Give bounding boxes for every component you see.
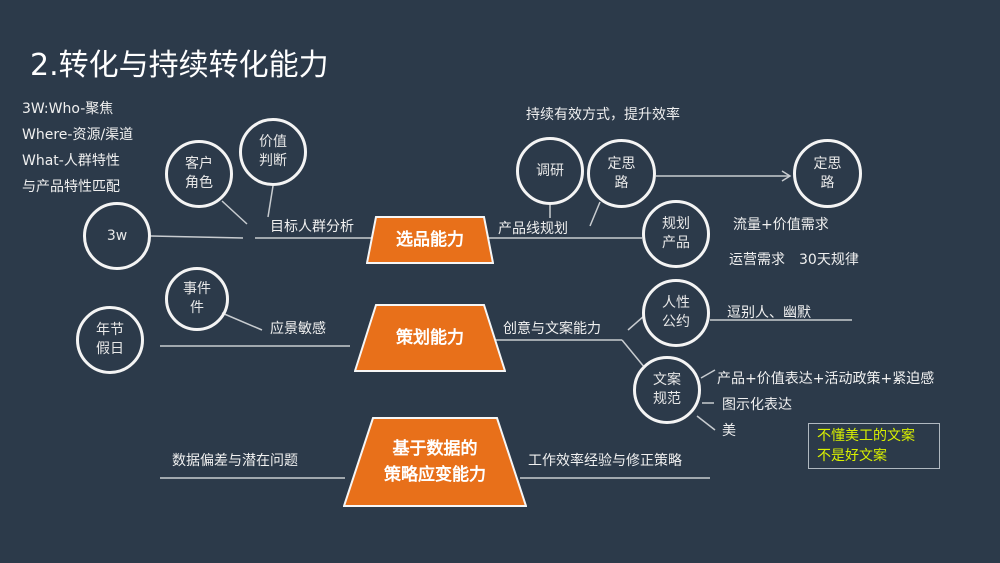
circle-plan-product: 规划 产品 [642,200,710,268]
label-target-analysis: 目标人群分析 [270,219,354,235]
circle-copy-standard: 文案 规范 [633,356,701,424]
note-where: Where-资源/渠道 [22,127,134,143]
core-data-strategy: 基于数据的 策略应变能力 [343,417,527,507]
label-creative: 创意与文案能力 [503,321,601,337]
note-what: What-人群特性 [22,153,120,169]
circle-3w: 3w [83,202,151,270]
top-note: 持续有效方式，提升效率 [526,107,680,123]
circle-route-target: 定思 路 [793,139,862,208]
label-copy-2: 图示化表达 [722,397,792,413]
circle-customer-role: 客户 角色 [165,140,233,208]
label-ops: 运营需求 30天规律 [729,252,859,268]
callout-box: 不懂美工的文案 不是好文案 [808,423,940,469]
circle-research: 调研 [516,137,584,205]
label-scene: 应景敏感 [270,321,326,337]
label-efficiency: 工作效率经验与修正策略 [528,453,682,469]
label-data-bias: 数据偏差与潜在问题 [172,453,298,469]
label-traffic: 流量+价值需求 [733,217,829,233]
note-who: 3W:Who-聚焦 [22,101,114,117]
label-copy-3: 美 [722,423,736,439]
label-product-line: 产品线规划 [498,221,568,237]
circle-route: 定思 路 [587,139,656,208]
circle-holiday: 年节 假日 [76,306,144,374]
label-copy-1: 产品+价值表达+活动政策+紧迫感 [717,371,935,387]
core-selection: 选品能力 [366,216,494,264]
circle-event: 事件 件 [165,267,229,331]
circle-human-nature: 人性 公约 [642,279,710,347]
label-tease: 逗别人、幽默 [727,305,811,321]
note-match: 与产品特性匹配 [22,179,120,195]
page-title: 2.转化与持续转化能力 [30,48,329,83]
circle-value-judgement: 价值 判断 [239,118,307,186]
core-planning: 策划能力 [354,304,506,372]
